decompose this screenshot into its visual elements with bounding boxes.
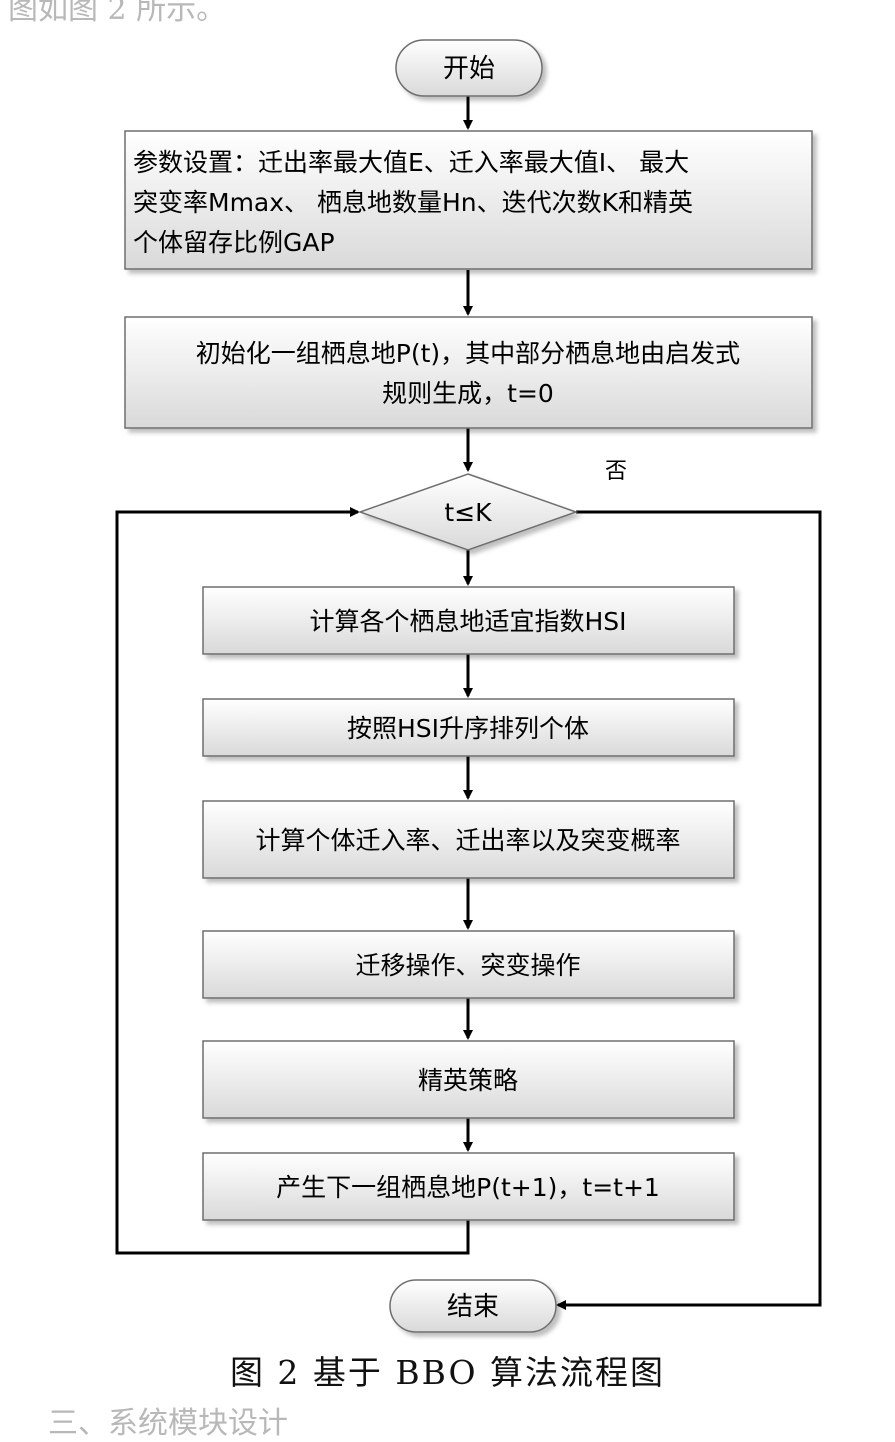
init-box (124, 316, 813, 429)
params-line-1: 参数设置：迁出率最大值E、迁入率最大值I、 最大 (133, 148, 689, 177)
next-box (202, 1152, 735, 1221)
params-box (124, 130, 813, 270)
rates-box (202, 800, 735, 879)
page-text-fragment-top: 图如图 2 所示。 (8, 0, 227, 27)
start-label: 开始 (443, 54, 495, 84)
params-line-3: 个体留存比例GAP (133, 228, 335, 257)
connectors (115, 96, 822, 1310)
condition-label: t≤K (444, 498, 492, 527)
ops-box (202, 930, 735, 999)
page-text-fragment-bottom: 三、系统模块设计 (48, 1406, 288, 1441)
condition-diamond (357, 473, 579, 551)
end-label: 结束 (447, 1292, 499, 1322)
loop-back-arrow (115, 507, 470, 1255)
sort-label: 按照HSI升序排列个体 (347, 714, 589, 743)
init-line-1: 初始化一组栖息地P(t)，其中部分栖息地由启发式 (196, 339, 740, 368)
elite-label: 精英策略 (418, 1066, 518, 1095)
params-line-2: 突变率Mmax、 栖息地数量Hn、迭代次数K和精英 (133, 188, 693, 217)
flowchart: 开始 参数设置：迁出率最大值E、迁入率最大值I、 最大 突变率Mmax、 栖息地… (115, 39, 822, 1333)
hsi-label: 计算各个栖息地适宜指数HSI (309, 607, 626, 636)
elite-box (202, 1040, 735, 1119)
init-line-2: 规则生成，t=0 (382, 379, 554, 408)
hsi-box (202, 586, 735, 655)
figure-caption: 图 2 基于 BBO 算法流程图 (229, 1353, 666, 1392)
arrow-no-to-end (556, 510, 822, 1310)
rates-label: 计算个体迁入率、迁出率以及突变概率 (255, 826, 680, 855)
no-branch-label: 否 (605, 459, 627, 484)
start-terminal (395, 39, 543, 97)
ops-label: 迁移操作、突变操作 (355, 951, 580, 980)
sort-box (202, 698, 735, 757)
next-label: 产生下一组栖息地P(t+1)，t=t+1 (276, 1173, 660, 1202)
end-terminal (389, 1279, 557, 1333)
